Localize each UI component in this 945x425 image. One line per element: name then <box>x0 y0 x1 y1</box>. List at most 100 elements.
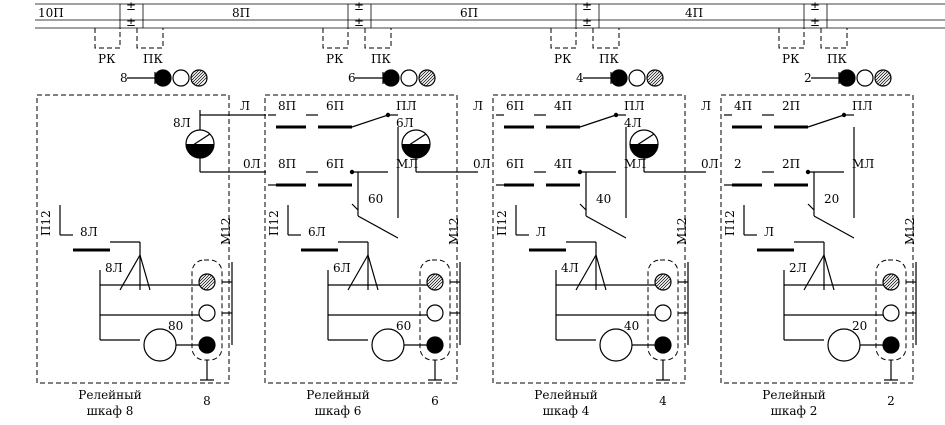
switch-label: 4Л <box>561 261 579 275</box>
contact-label-top-a: 8П <box>278 99 296 113</box>
pk-label: ПК <box>599 52 619 66</box>
yellow-indicator <box>198 273 216 291</box>
lamp-label: 6Л <box>396 116 414 130</box>
yellow-indicator <box>426 273 444 291</box>
bus-label-4p: 4П <box>685 6 703 20</box>
red-lamp <box>838 69 856 87</box>
label-0l: 0Л <box>473 157 491 171</box>
white-indicator <box>426 304 444 322</box>
relay-number: 40 <box>624 319 639 333</box>
bus-label-6p: 6П <box>460 6 478 20</box>
cabinet-title: Релейный <box>78 388 141 402</box>
white-lamp <box>172 69 190 87</box>
switch-label: 6Л <box>333 261 351 275</box>
white-lamp <box>400 69 418 87</box>
ground-number: 8 <box>203 394 211 408</box>
cabinet-number: шкаф 2 <box>771 404 818 418</box>
contact-label-top-b: 6П <box>326 99 344 113</box>
red-indicator <box>882 336 900 354</box>
pk-label: ПК <box>371 52 391 66</box>
relay-number: 20 <box>852 319 867 333</box>
bus-label-8p: 8П <box>232 6 250 20</box>
red-indicator <box>426 336 444 354</box>
relay-coil <box>827 328 861 362</box>
red-lamp <box>610 69 628 87</box>
yellow-lamp <box>874 69 892 87</box>
yellow-lamp <box>646 69 664 87</box>
cabinet-number: шкаф 6 <box>315 404 362 418</box>
relay-coil-label: 6Л <box>308 225 326 239</box>
white-indicator <box>198 304 216 322</box>
relay-coil <box>143 328 177 362</box>
cabinet-box <box>720 94 914 384</box>
signal-number: 4 <box>576 71 584 85</box>
m12-label: М12 <box>903 217 917 245</box>
red-indicator <box>654 336 672 354</box>
contact-label-bot-a: 2 <box>734 157 742 171</box>
label-pl: ПЛ <box>852 99 872 113</box>
signal-number: 6 <box>348 71 356 85</box>
signal-lamp-main <box>401 129 431 159</box>
red-lamp <box>154 69 172 87</box>
signal-lamp-main <box>185 129 215 159</box>
yellow-indicator <box>654 273 672 291</box>
relay-contact-label: 40 <box>596 192 611 206</box>
lamp-label: 8Л <box>173 116 191 130</box>
cabinet-box <box>264 94 458 384</box>
contact-label-bot-b: 4П <box>554 157 572 171</box>
cabinet-number: шкаф 8 <box>87 404 134 418</box>
yellow-indicator <box>882 273 900 291</box>
rail-bus: 10П 8П 6П 4П <box>35 3 945 29</box>
label-pl: ПЛ <box>624 99 644 113</box>
red-lamp <box>382 69 400 87</box>
yellow-lamp <box>418 69 436 87</box>
signal-number: 2 <box>804 71 812 85</box>
tap-symbol: ± <box>354 0 364 13</box>
white-lamp <box>856 69 874 87</box>
cabinet-title: Релейный <box>534 388 597 402</box>
ground-number: 4 <box>659 394 667 408</box>
label-0l: 0Л <box>701 157 719 171</box>
rk-label: РК <box>554 52 572 66</box>
switch-label: 2Л <box>789 261 807 275</box>
contact-label-bot-b: 2П <box>782 157 800 171</box>
m12-label: М12 <box>219 217 233 245</box>
white-indicator <box>882 304 900 322</box>
label-ml: МЛ <box>852 157 874 171</box>
rk-label: РК <box>326 52 344 66</box>
cabinet-title: Релейный <box>762 388 825 402</box>
label-0l: 0Л <box>243 157 261 171</box>
p12-label: П12 <box>723 210 737 236</box>
m12-label: М12 <box>447 217 461 245</box>
signal-number: 8 <box>120 71 128 85</box>
bus-label-10p: 10П <box>38 6 64 20</box>
label-l: Л <box>701 99 711 113</box>
label-ml: МЛ <box>624 157 646 171</box>
contact-label-top-a: 6П <box>506 99 524 113</box>
label-l: Л <box>473 99 483 113</box>
relay-number: 80 <box>168 319 183 333</box>
p12-label: П12 <box>495 210 509 236</box>
tap-symbol: ± <box>810 0 820 13</box>
tap-symbol: ± <box>582 15 592 29</box>
p12-label: П12 <box>39 210 53 236</box>
pk-label: ПК <box>143 52 163 66</box>
relay-coil-label: Л <box>764 225 774 239</box>
m12-label: М12 <box>675 217 689 245</box>
tap-symbol: ± <box>126 15 136 29</box>
contact-label-bot-a: 6П <box>506 157 524 171</box>
contact-label-top-a: 4П <box>734 99 752 113</box>
label-ml: МЛ <box>396 157 418 171</box>
cabinet-title: Релейный <box>306 388 369 402</box>
rk-label: РК <box>98 52 116 66</box>
ground-number: 2 <box>887 394 895 408</box>
cabinet-box <box>36 94 230 384</box>
tap-symbol: ± <box>126 0 136 13</box>
p12-label: П12 <box>267 210 281 236</box>
cabinet-number: шкаф 4 <box>543 404 590 418</box>
contact-label-bot-b: 6П <box>326 157 344 171</box>
ground-number: 6 <box>431 394 439 408</box>
